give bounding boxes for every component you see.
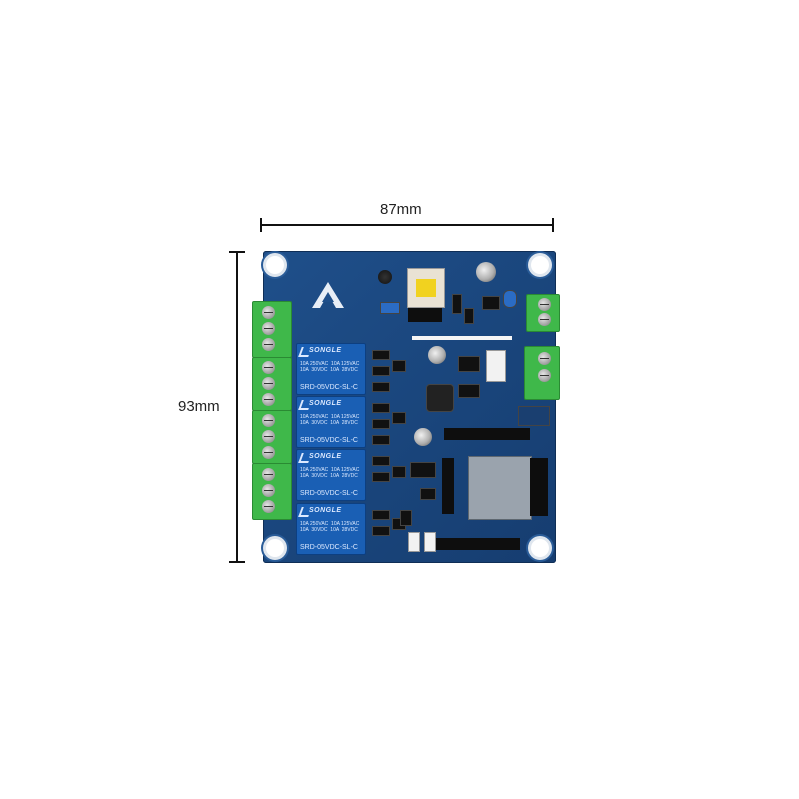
inductor: [426, 384, 454, 412]
screw: [262, 322, 275, 335]
pin-header-middle: [444, 428, 530, 440]
smd-component: [452, 294, 462, 314]
transformer-core: [416, 279, 436, 297]
smd-component: [372, 366, 390, 376]
relay-1: SONGLE 10A 250VAC 10A 125VAC 10A 30VDC 1…: [296, 343, 366, 395]
width-tick-right: [552, 218, 554, 232]
pin-header-vertical: [442, 458, 454, 514]
smd-component: [372, 382, 390, 392]
relay-model: SRD-05VDC-SL-C: [300, 544, 358, 551]
screw: [262, 338, 275, 351]
relay-spec: 10A 250VAC 10A 125VAC 10A 30VDC 10A 28VD…: [300, 414, 360, 426]
height-line: [236, 251, 238, 563]
regulator: [486, 350, 506, 382]
smd-component: [380, 302, 400, 314]
smd-component: [464, 308, 474, 324]
relay-brand: SONGLE: [309, 400, 342, 407]
screw: [262, 500, 275, 513]
relay-spec: 10A 250VAC 10A 125VAC 10A 30VDC 10A 28VD…: [300, 361, 360, 373]
power-transformer: [407, 268, 445, 308]
esp32-module: [468, 456, 532, 520]
screw: [262, 361, 275, 374]
smd-component: [410, 462, 436, 478]
smd-component: [372, 403, 390, 413]
width-label: 87mm: [380, 201, 422, 218]
relay-model: SRD-05VDC-SL-C: [300, 490, 358, 497]
capacitor-small-top: [378, 270, 392, 284]
capacitor-middle: [428, 346, 446, 364]
smd-component: [482, 296, 500, 310]
smd-component: [518, 406, 550, 426]
screw: [262, 484, 275, 497]
height-label: 93mm: [178, 398, 220, 415]
screw: [262, 377, 275, 390]
capacitor-lower: [414, 428, 432, 446]
smd-component: [372, 435, 390, 445]
mount-hole-bottom-right: [531, 539, 549, 557]
smd-component: [372, 510, 390, 520]
esp32-antenna: [530, 458, 548, 516]
pin-header-top: [408, 308, 442, 322]
relay-3: SONGLE 10A 250VAC 10A 125VAC 10A 30VDC 1…: [296, 449, 366, 501]
screw: [262, 393, 275, 406]
relay-4: SONGLE 10A 250VAC 10A 125VAC 10A 30VDC 1…: [296, 503, 366, 555]
pin-header-bottom: [434, 538, 520, 550]
capacitor-top-right: [476, 262, 496, 282]
smd-component: [372, 472, 390, 482]
screw: [262, 306, 275, 319]
smd-component: [372, 350, 390, 360]
smd-component: [420, 488, 436, 500]
mount-hole-top-left: [266, 256, 284, 274]
relay-model: SRD-05VDC-SL-C: [300, 384, 358, 391]
relay-2: SONGLE 10A 250VAC 10A 125VAC 10A 30VDC 1…: [296, 396, 366, 448]
screw: [262, 446, 275, 459]
board-logo-icon: [312, 282, 344, 308]
screw: [538, 352, 551, 365]
smd-component: [372, 419, 390, 429]
mount-hole-top-right: [531, 256, 549, 274]
relay-brand: SONGLE: [309, 507, 342, 514]
relay-brand: SONGLE: [309, 453, 342, 460]
height-tick-bottom: [229, 561, 245, 563]
smd-component: [458, 384, 480, 398]
mount-hole-bottom-left: [266, 539, 284, 557]
smd-component: [400, 510, 412, 526]
smd-component: [458, 356, 480, 372]
width-line: [260, 224, 554, 226]
screw: [538, 298, 551, 311]
smd-component: [503, 290, 517, 308]
screw: [538, 369, 551, 382]
screw: [262, 468, 275, 481]
relay-spec: 10A 250VAC 10A 125VAC 10A 30VDC 10A 28VD…: [300, 521, 360, 533]
screw: [262, 414, 275, 427]
boot-button[interactable]: [424, 532, 436, 552]
smd-component: [392, 360, 406, 372]
relay-spec: 10A 250VAC 10A 125VAC 10A 30VDC 10A 28VD…: [300, 467, 360, 479]
smd-component: [392, 466, 406, 478]
screw: [538, 313, 551, 326]
relay-brand: SONGLE: [309, 347, 342, 354]
smd-component: [372, 456, 390, 466]
board-silkscreen-strip: [412, 336, 512, 340]
relay-model: SRD-05VDC-SL-C: [300, 437, 358, 444]
screw: [262, 430, 275, 443]
reset-button[interactable]: [408, 532, 420, 552]
smd-component: [392, 412, 406, 424]
smd-component: [372, 526, 390, 536]
